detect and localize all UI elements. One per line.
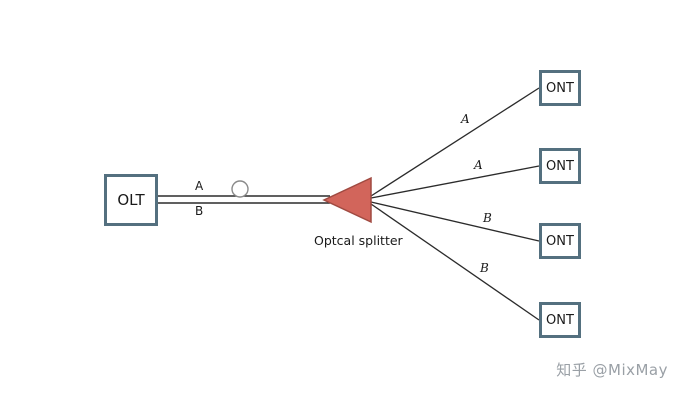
splitter-triangle <box>322 176 372 224</box>
ont-label: ONT <box>546 80 574 96</box>
olt-label: OLT <box>117 191 145 209</box>
trunk-label-b: B <box>195 204 204 218</box>
fiber-line-ont-2 <box>370 165 540 199</box>
olt-box: OLT <box>104 174 158 226</box>
fan-line-label-4: B <box>480 261 489 275</box>
ont-label: ONT <box>546 312 574 328</box>
trunk-label-a: A <box>195 179 204 193</box>
ont-label: ONT <box>546 158 574 174</box>
ont-label: ONT <box>546 233 574 249</box>
ont-box-3: ONT <box>539 223 581 259</box>
fiber-line-ont-3 <box>370 201 540 242</box>
fan-line-label-2: A <box>474 158 483 172</box>
fan-line-label-3: B <box>483 211 492 225</box>
fan-line-label-1: A <box>461 112 470 126</box>
watermark-text: 知乎 @MixMay <box>556 361 668 379</box>
splitter-label: Optcal splitter <box>314 233 403 248</box>
fiber-line-ont-4 <box>370 203 540 321</box>
ont-box-4: ONT <box>539 302 581 338</box>
connector-circle <box>231 180 249 198</box>
ont-box-1: ONT <box>539 70 581 106</box>
ont-box-2: ONT <box>539 148 581 184</box>
fiber-line-ont-1 <box>370 87 540 197</box>
